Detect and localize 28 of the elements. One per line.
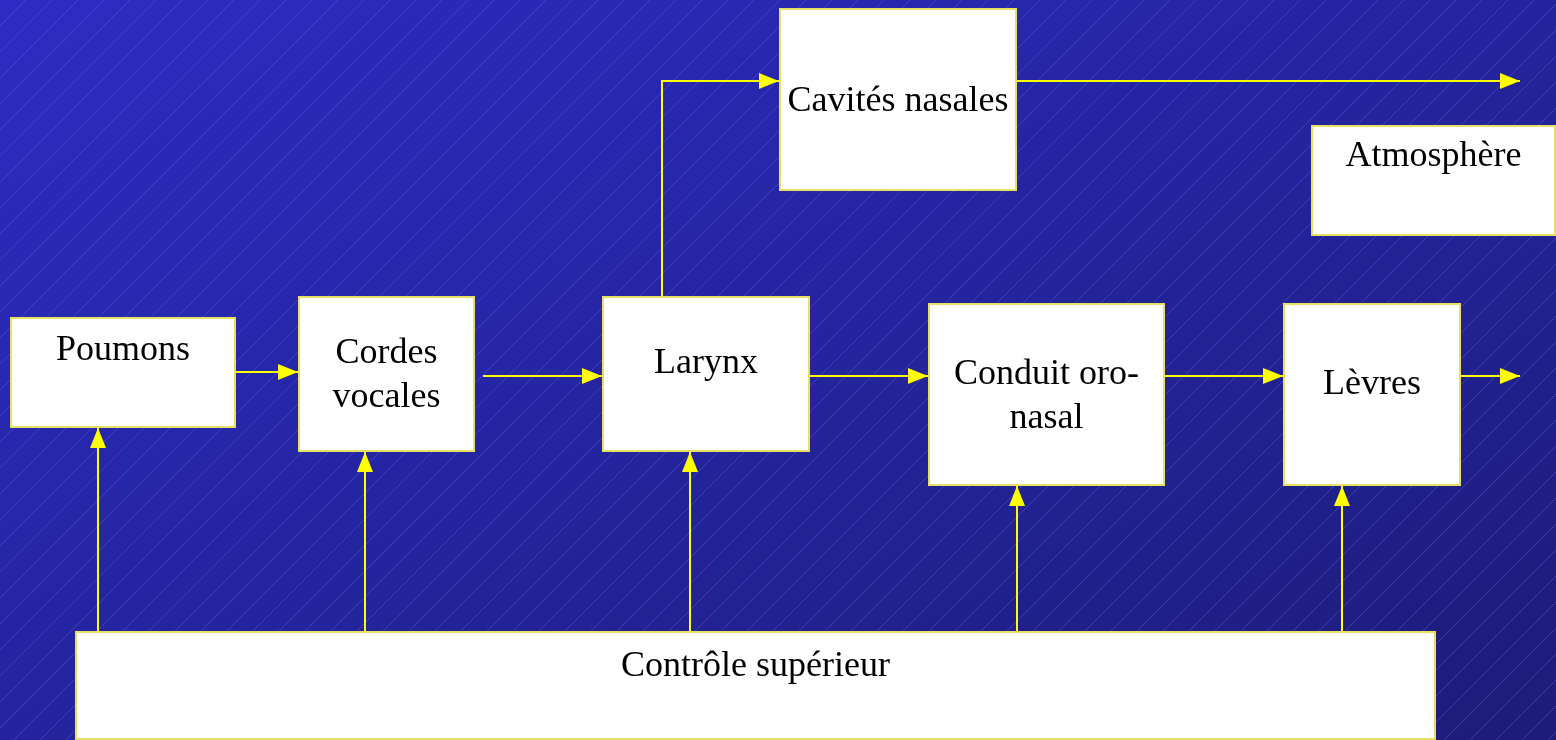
arrow	[1334, 485, 1350, 632]
arrow	[357, 451, 373, 632]
node-label: Larynx	[654, 340, 758, 384]
arrow	[682, 451, 698, 632]
process-box	[928, 303, 1165, 486]
arrow	[661, 73, 780, 297]
node-label: Atmosphère	[1345, 133, 1522, 176]
node-label: Conduit oro-nasal	[953, 350, 1140, 438]
arrow	[1009, 485, 1025, 632]
process-box	[10, 317, 236, 428]
node-label: Cordes vocales	[331, 330, 442, 417]
node-label: Contrôle supérieur	[621, 643, 890, 686]
arrow	[1016, 73, 1521, 89]
arrow	[90, 427, 106, 632]
arrow	[1460, 368, 1521, 384]
process-box	[75, 631, 1436, 740]
process-box	[779, 8, 1017, 191]
arrow	[809, 368, 929, 384]
process-box	[1283, 303, 1461, 486]
process-box	[1311, 125, 1556, 236]
process-box	[298, 296, 475, 452]
arrow	[235, 364, 299, 380]
process-box	[602, 296, 810, 452]
node-label: Poumons	[55, 327, 190, 370]
arrow	[482, 368, 603, 384]
arrow	[1164, 368, 1284, 384]
node-label: Cavités nasales	[787, 77, 1009, 121]
node-label: Lèvres	[1323, 360, 1421, 404]
